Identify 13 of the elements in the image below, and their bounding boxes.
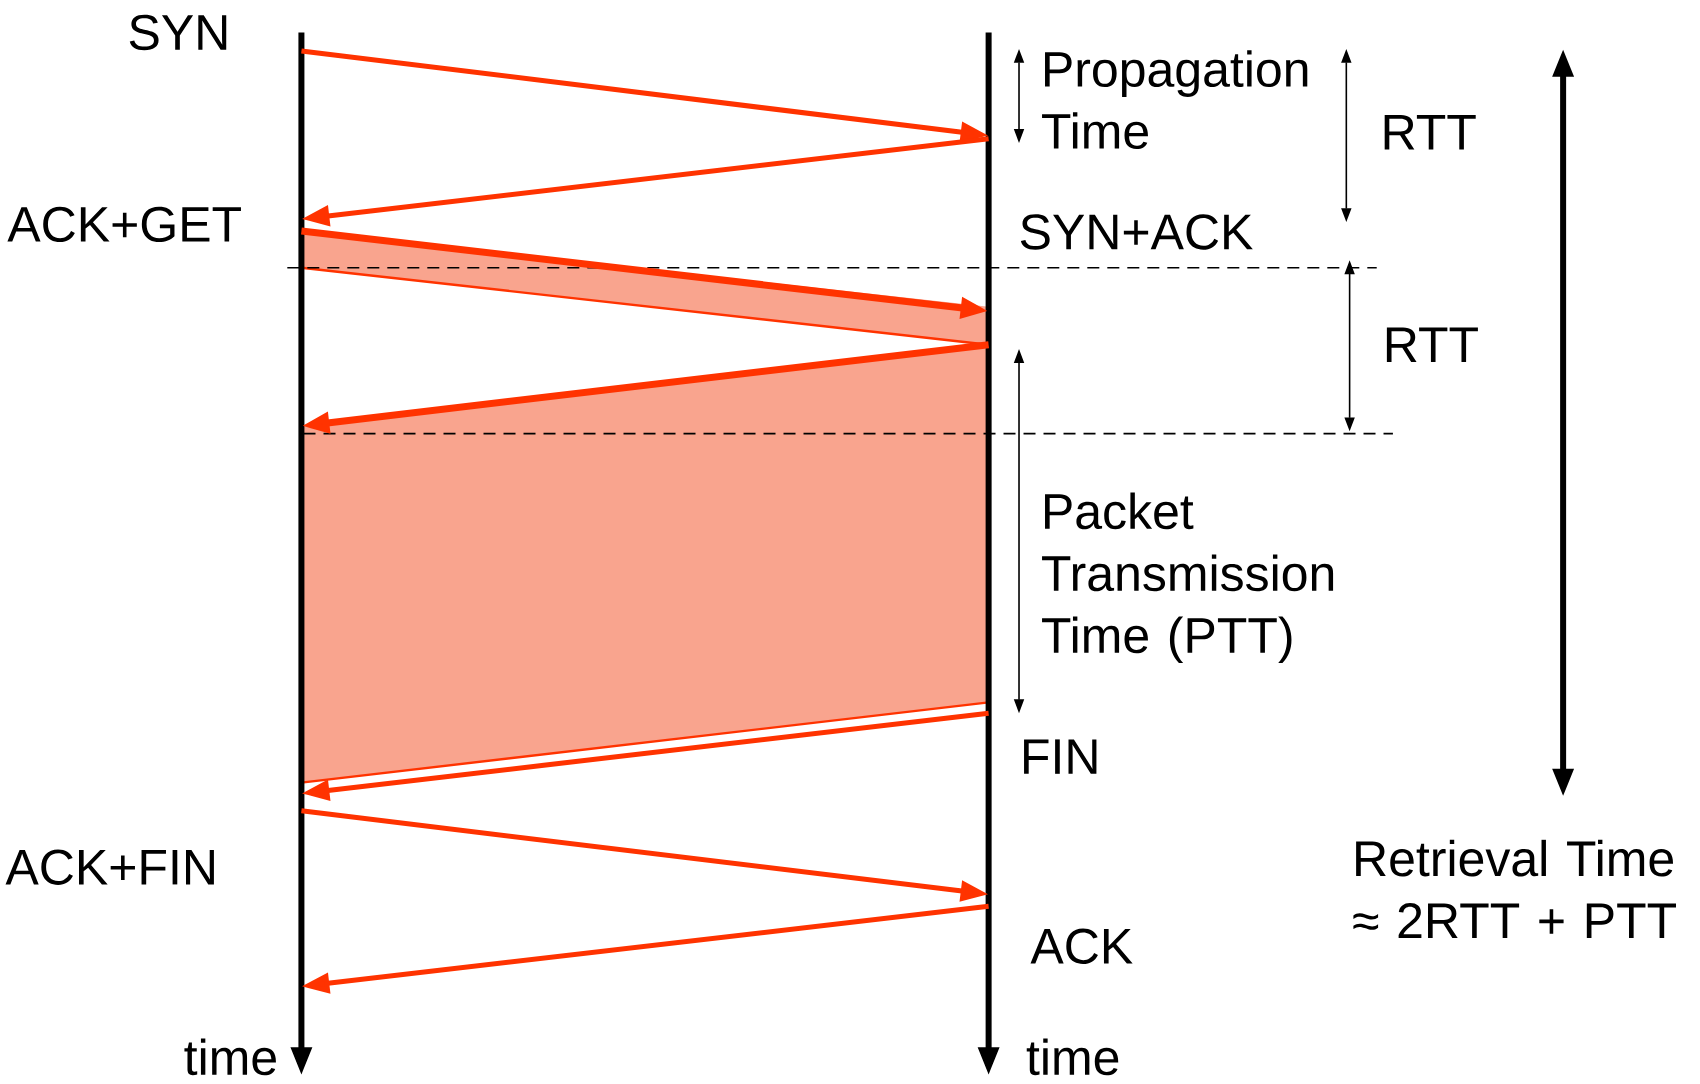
message-label: ACK [1030, 928, 1133, 965]
dimension-label: Packet Transmission Time (PTT) [1042, 492, 1334, 664]
message-label: SYN [129, 14, 227, 51]
dimension-label: RTT [1384, 115, 1476, 150]
dimension-label: Propagation Time [1042, 50, 1308, 150]
message-label: FIN [1024, 739, 1097, 774]
message-label: SYN+ACK [1020, 214, 1253, 250]
formula-text: Retrieval Time ≈ 2RTT + PTT [1353, 839, 1676, 939]
axis-label: time [1026, 1038, 1119, 1076]
axis-label: time [184, 1038, 276, 1076]
message-label: ACK+GET [7, 206, 241, 243]
message-label: ACK+FIN [5, 849, 214, 885]
dimension-label: RTT [1386, 327, 1478, 362]
